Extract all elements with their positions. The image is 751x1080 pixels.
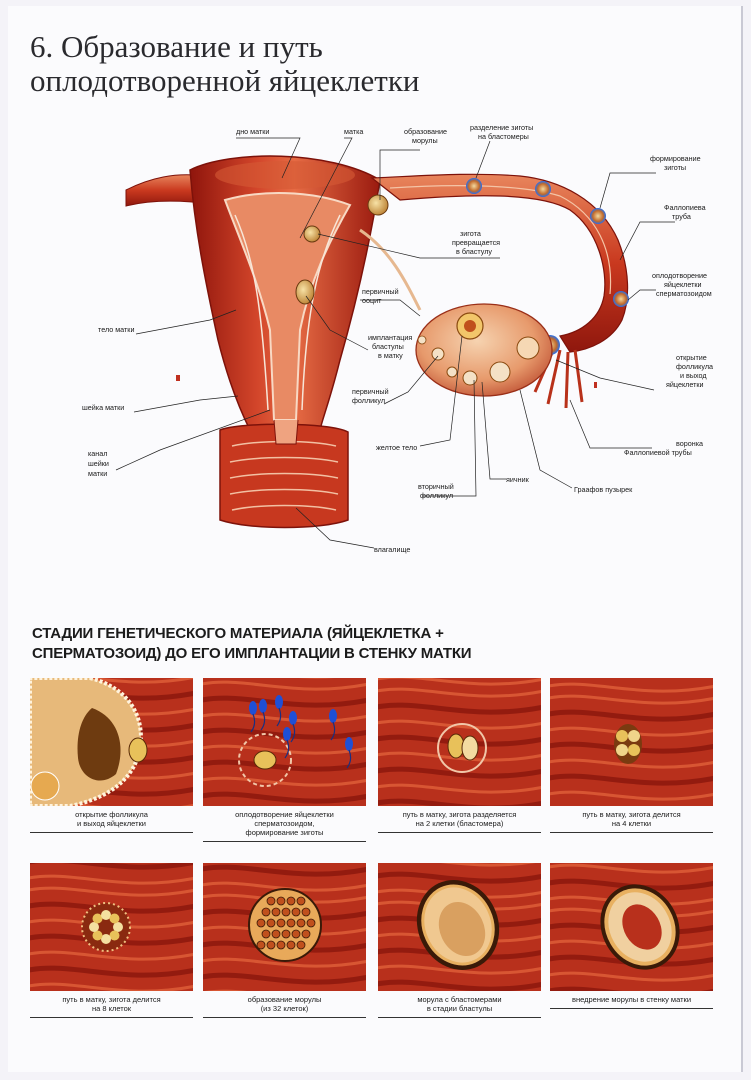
label-graafov: Граафов пузырек [574,485,633,494]
label-kanal-2: шейки [88,459,109,468]
diagram-label-group: дно матки матка образование морулы разде… [82,123,713,554]
label-fallopieva-2: труба [672,212,691,221]
label-implantatsiya-3: в матку [378,351,403,360]
label-oocit-2: ооцит [362,296,382,305]
page-title: 6. Образование и путь оплодотворенной яй… [30,30,550,98]
label-oplodotvorenie-2: яйцеклетки [664,280,702,289]
label-oocit-1: первичный [362,287,399,296]
label-perv-follikul-2: фолликул [352,396,385,405]
label-sheika-matki: шейка матки [82,403,124,412]
label-zheltoe-telo: желтое тело [376,443,417,452]
label-otkrytie-1: открытие [676,353,707,362]
label-voronka-2: Фаллопиевой трубы [624,448,692,457]
stage-panel: внедрение морулы в стенку матки [550,863,713,1009]
label-obrazovanie-moruly-1: образование [404,127,447,136]
label-formirovanie-2: зиготы [664,163,686,172]
label-obrazovanie-moruly-2: морулы [412,136,438,145]
uterus [189,155,389,431]
stage-caption-line: на 8 клеток [91,1004,132,1013]
stage-illustration [378,678,541,806]
label-otkrytie-4: яйцеклетки [666,380,704,389]
stage-caption-line: на 4 клетки [611,819,652,828]
label-yaichnik: яичник [506,475,530,484]
small-mark [176,375,180,381]
stage-caption: образование морулы(из 32 клеток) [203,995,366,1018]
label-dno-matki: дно матки [236,127,269,136]
cervix-vagina [219,419,349,529]
label-zigota-3: в бластулу [456,247,492,256]
label-otkrytie-2: фолликула [676,362,713,371]
stage-caption-line: открытие фолликула [75,810,148,819]
label-vtorichny-1: вторичный [418,482,454,491]
label-formirovanie-1: формирование [650,154,701,163]
stage-illustration [203,678,366,806]
label-otkrytie-3: и выход [680,371,707,380]
label-razdelenie-1: разделение зиготы [470,123,533,132]
stage-caption-line: путь в матку, зигота делится [582,810,681,819]
stage-caption-line: морула с бластомерами [417,995,502,1004]
label-razdelenie-2: на бластомеры [478,132,529,141]
stage-illustration [378,863,541,991]
stage-caption-line: образование морулы [247,995,322,1004]
stage-caption-line: внедрение морулы в стенку матки [571,995,692,1004]
label-zigota-2: превращается [452,238,500,247]
stage-caption: внедрение морулы в стенку матки [550,995,713,1009]
stage-illustration [30,678,193,806]
stage-caption-line: (из 32 клеток) [260,1004,309,1013]
stages-heading-line-1: СТАДИИ ГЕНЕТИЧЕСКОГО МАТЕРИАЛА (ЯЙЦЕКЛЕТ… [32,625,444,642]
label-oplodotvorenie-3: сперматозоидом [656,289,712,298]
stage-caption-line: в стадии бластулы [426,1004,493,1013]
label-implantatsiya-2: бластулы [372,342,404,351]
small-mark [594,382,597,388]
stages-heading: СТАДИИ ГЕНЕТИЧЕСКОГО МАТЕРИАЛА (ЯЙЦЕКЛЕТ… [32,624,652,664]
label-vlagalishche: влагалище [374,545,410,554]
stage-caption-line: сперматозоидом, [254,819,315,828]
label-matka: матка [344,127,363,136]
label-fallopieva-1: Фаллопиева [664,203,706,212]
label-telo-matki: тело матки [98,325,134,334]
label-kanal-3: матки [88,469,107,478]
stage-illustration [30,863,193,991]
label-implantatsiya-1: имплантация [368,333,412,342]
stages-heading-line-2: СПЕРМАТОЗОИД) ДО ЕГО ИМПЛАНТАЦИИ В СТЕНК… [32,645,472,662]
stage-caption-line: формирование зиготы [245,828,324,837]
stage-caption-line: оплодотворение яйцеклетки [235,810,334,819]
label-zigota-1: зигота [460,229,481,238]
anatomy-diagram: дно матки матка образование морулы разде… [82,123,713,554]
label-vtorichny-2: фолликул [420,491,453,500]
stage-illustration [550,678,713,806]
stage-caption-line: на 2 клетки (бластомера) [415,819,504,828]
stage-panel: образование морулы(из 32 клеток) [203,863,366,1018]
label-oplodotvorenie-1: оплодотворение [652,271,707,280]
leader-lines [115,137,675,549]
title-line-1: 6. Образование и путь [30,29,323,64]
label-perv-follikul-1: первичный [352,387,389,396]
stage-caption-line: и выход яйцеклетки [77,819,146,828]
label-kanal-1: канал [88,449,107,458]
stage-caption-line: путь в матку, зигота делится [62,995,161,1004]
title-line-2: оплодотворенной яйцеклетки [30,63,420,98]
ovary [415,303,553,397]
stage-illustration [203,863,366,991]
stage-caption-line: путь в матку, зигота разделяется [402,810,517,819]
stage-illustration [550,863,713,991]
label-voronka-1: воронка [676,439,703,448]
